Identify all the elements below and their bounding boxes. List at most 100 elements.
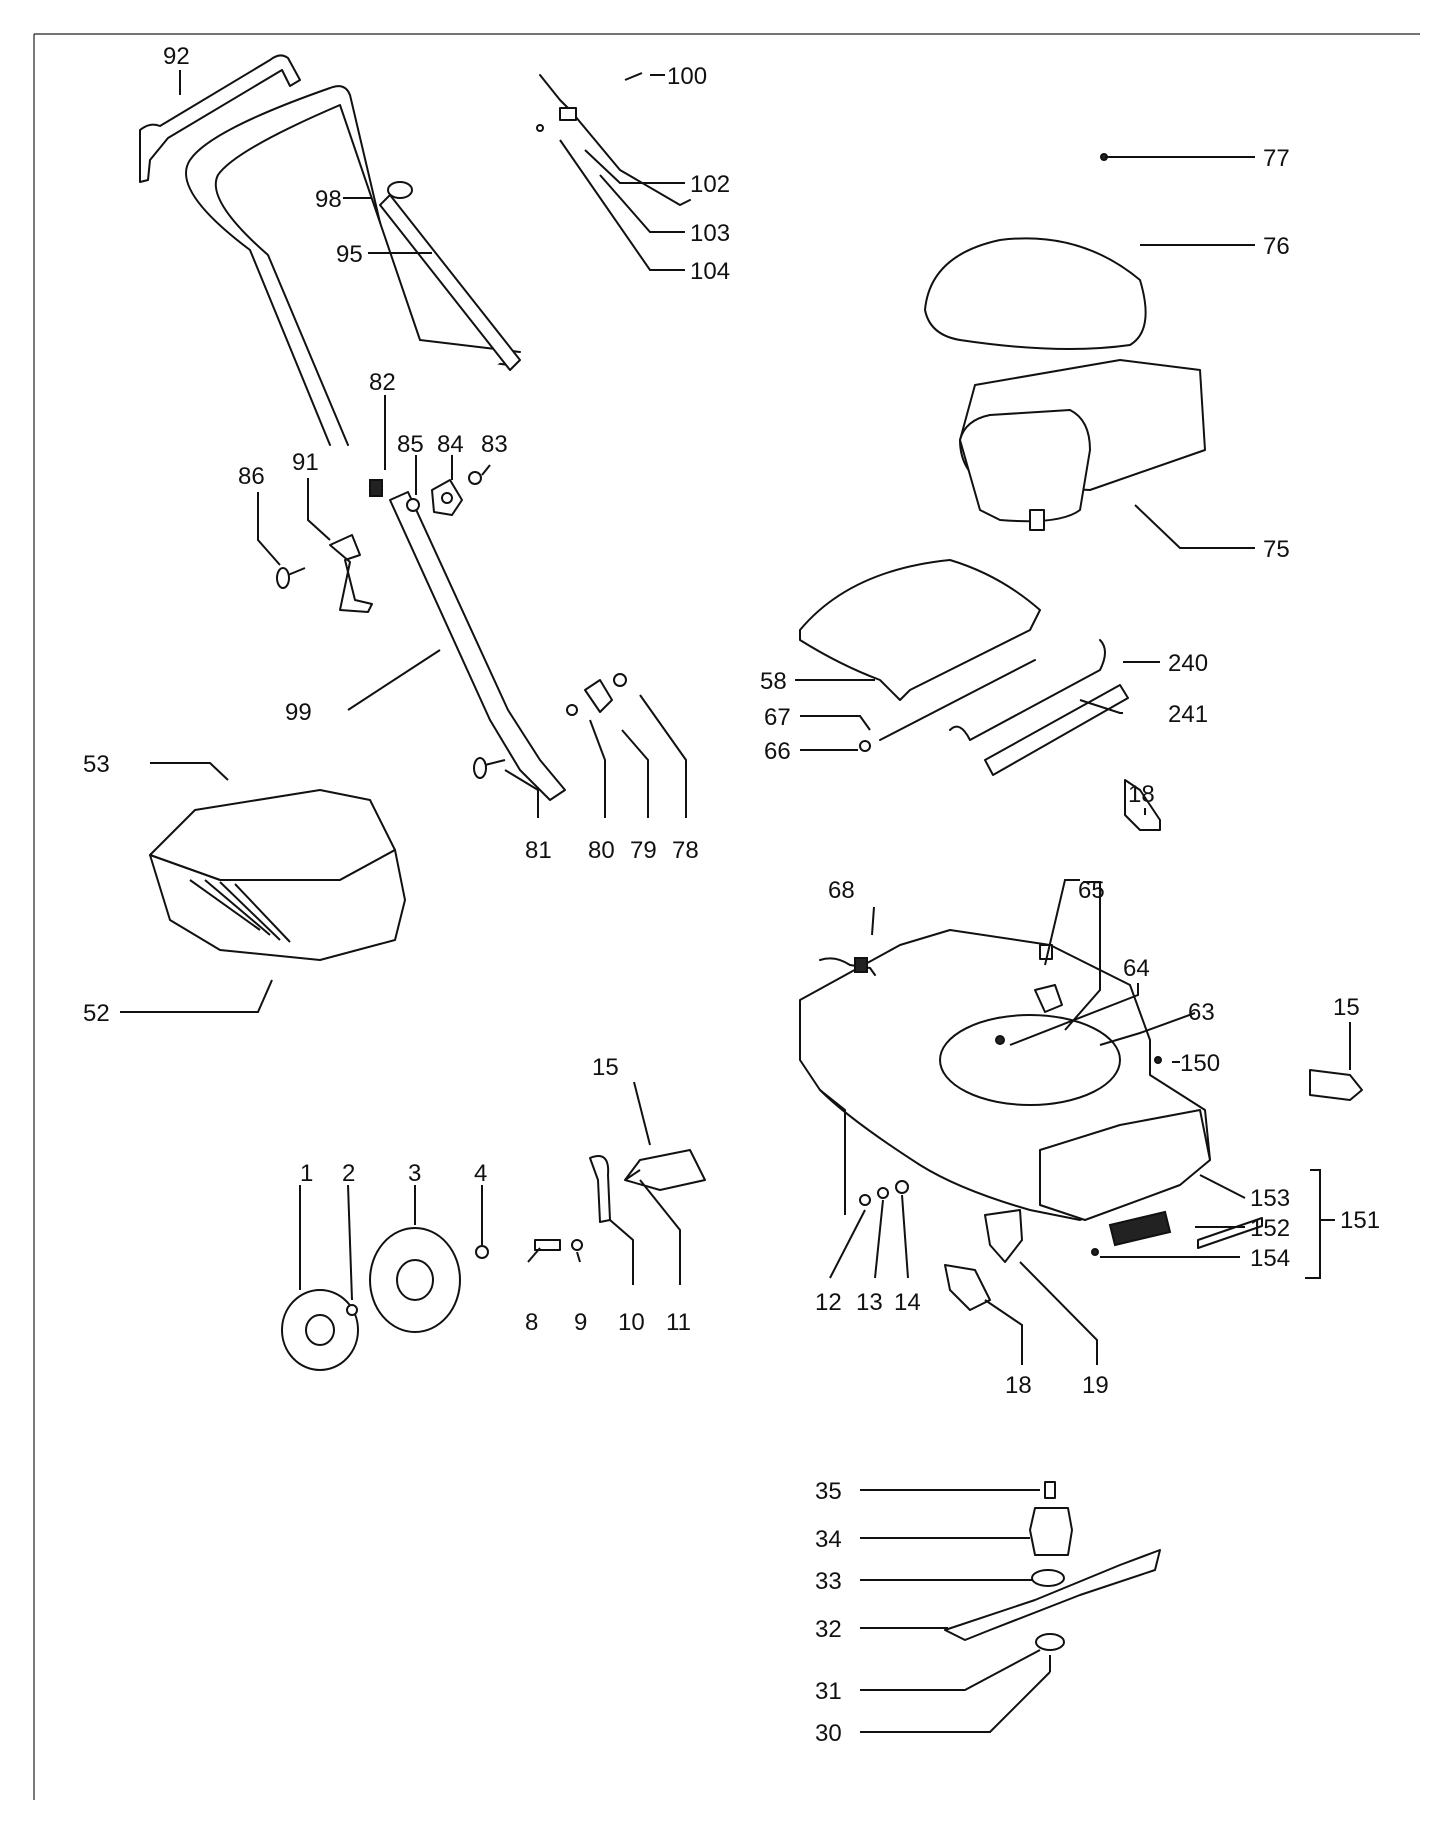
clip-98 xyxy=(387,181,413,199)
mulch-plate-153 xyxy=(1108,1210,1172,1247)
brake-bar-92 xyxy=(139,54,301,183)
knob-79 xyxy=(584,679,613,713)
label-15-right: 15 xyxy=(1333,994,1360,1021)
blade-strip-152 xyxy=(1197,1217,1263,1249)
label-76: 76 xyxy=(1263,233,1290,260)
key-35 xyxy=(1044,1481,1056,1499)
label-19: 19 xyxy=(1082,1372,1109,1399)
label-35: 35 xyxy=(815,1478,842,1505)
cable-102 xyxy=(539,74,691,206)
label-31: 31 xyxy=(815,1678,842,1705)
label-100: 100 xyxy=(667,63,707,90)
washer-13 xyxy=(877,1187,889,1199)
label-32: 32 xyxy=(815,1616,842,1643)
label-99: 99 xyxy=(285,699,312,726)
label-12: 12 xyxy=(815,1289,842,1316)
label-64: 64 xyxy=(1123,955,1150,982)
screw-150 xyxy=(1154,1056,1162,1064)
label-3: 3 xyxy=(408,1160,421,1187)
label-91: 91 xyxy=(292,449,319,476)
hubcap-1 xyxy=(281,1289,359,1371)
label-103: 103 xyxy=(690,220,730,247)
engine-75 xyxy=(959,359,1206,531)
label-63: 63 xyxy=(1188,999,1215,1026)
bolt-86 xyxy=(276,567,306,589)
label-151: 151 xyxy=(1340,1207,1380,1234)
spring-82 xyxy=(369,479,383,497)
nut-78 xyxy=(613,673,627,687)
label-150: 150 xyxy=(1180,1050,1220,1077)
label-8: 8 xyxy=(525,1309,538,1336)
label-154: 154 xyxy=(1250,1245,1290,1272)
rod-67 xyxy=(879,659,1036,741)
label-85: 85 xyxy=(397,431,424,458)
washer-31 xyxy=(1035,1633,1065,1651)
screw-64 xyxy=(995,1035,1005,1045)
height-lever-10 xyxy=(589,1155,611,1223)
label-153: 153 xyxy=(1250,1185,1290,1212)
screw-154 xyxy=(1091,1248,1099,1256)
label-34: 34 xyxy=(815,1526,842,1553)
label-75: 75 xyxy=(1263,536,1290,563)
nut-4 xyxy=(475,1245,489,1259)
plate-19 xyxy=(984,1209,1023,1263)
bolt-65 xyxy=(1034,944,1063,1013)
washer-83 xyxy=(468,471,482,485)
label-240: 240 xyxy=(1168,650,1208,677)
label-102: 102 xyxy=(690,171,730,198)
label-18-top: 18 xyxy=(1128,781,1155,808)
blade-32 xyxy=(944,1549,1161,1641)
label-18-bottom: 18 xyxy=(1005,1372,1032,1399)
label-14: 14 xyxy=(894,1289,921,1316)
label-77: 77 xyxy=(1263,145,1290,172)
nut-85 xyxy=(406,498,420,512)
label-10: 10 xyxy=(618,1309,645,1336)
label-92: 92 xyxy=(163,43,190,70)
label-52: 52 xyxy=(83,1000,110,1027)
leader-lines xyxy=(120,70,1351,1733)
rear-flap-58 xyxy=(799,559,1041,701)
label-95: 95 xyxy=(336,241,363,268)
label-98: 98 xyxy=(315,186,342,213)
label-2: 2 xyxy=(342,1160,355,1187)
part-100 xyxy=(624,72,643,81)
grass-bag-frame-53 xyxy=(149,789,396,881)
wheel-3 xyxy=(369,1227,461,1333)
label-86: 86 xyxy=(238,463,265,490)
upper-handle-bar xyxy=(185,85,521,446)
label-1: 1 xyxy=(300,1160,313,1187)
bracket-18-top xyxy=(1124,779,1161,831)
label-241: 241 xyxy=(1168,701,1208,728)
washer-80 xyxy=(566,704,578,716)
bracket-15-right xyxy=(1309,1069,1363,1101)
label-67: 67 xyxy=(764,704,791,731)
height-bracket-11 xyxy=(624,1149,706,1191)
label-78: 78 xyxy=(672,837,699,864)
label-11: 11 xyxy=(666,1309,691,1336)
label-68: 68 xyxy=(828,877,855,904)
spring-rod-240 xyxy=(949,639,1106,741)
bracket-18-bottom xyxy=(944,1264,991,1311)
label-84: 84 xyxy=(437,431,464,458)
engine-cover-76 xyxy=(924,237,1147,350)
bolt-81 xyxy=(473,757,506,779)
blade-adapter-34 xyxy=(1029,1507,1073,1556)
label-65: 65 xyxy=(1078,877,1105,904)
label-53: 53 xyxy=(83,751,110,778)
label-82: 82 xyxy=(369,369,396,396)
mower-deck-63 xyxy=(799,929,1211,1221)
nut-2 xyxy=(346,1304,358,1316)
label-79: 79 xyxy=(630,837,657,864)
label-83: 83 xyxy=(481,431,508,458)
lower-handle-99 xyxy=(389,491,566,801)
label-4: 4 xyxy=(474,1160,487,1187)
washer-33 xyxy=(1031,1569,1065,1587)
nut-14 xyxy=(895,1180,909,1194)
label-33: 33 xyxy=(815,1568,842,1595)
label-81: 81 xyxy=(525,837,552,864)
spring-68 xyxy=(819,957,876,976)
label-15-left: 15 xyxy=(592,1054,619,1081)
nut-66 xyxy=(859,740,871,752)
label-152: 152 xyxy=(1250,1215,1290,1242)
